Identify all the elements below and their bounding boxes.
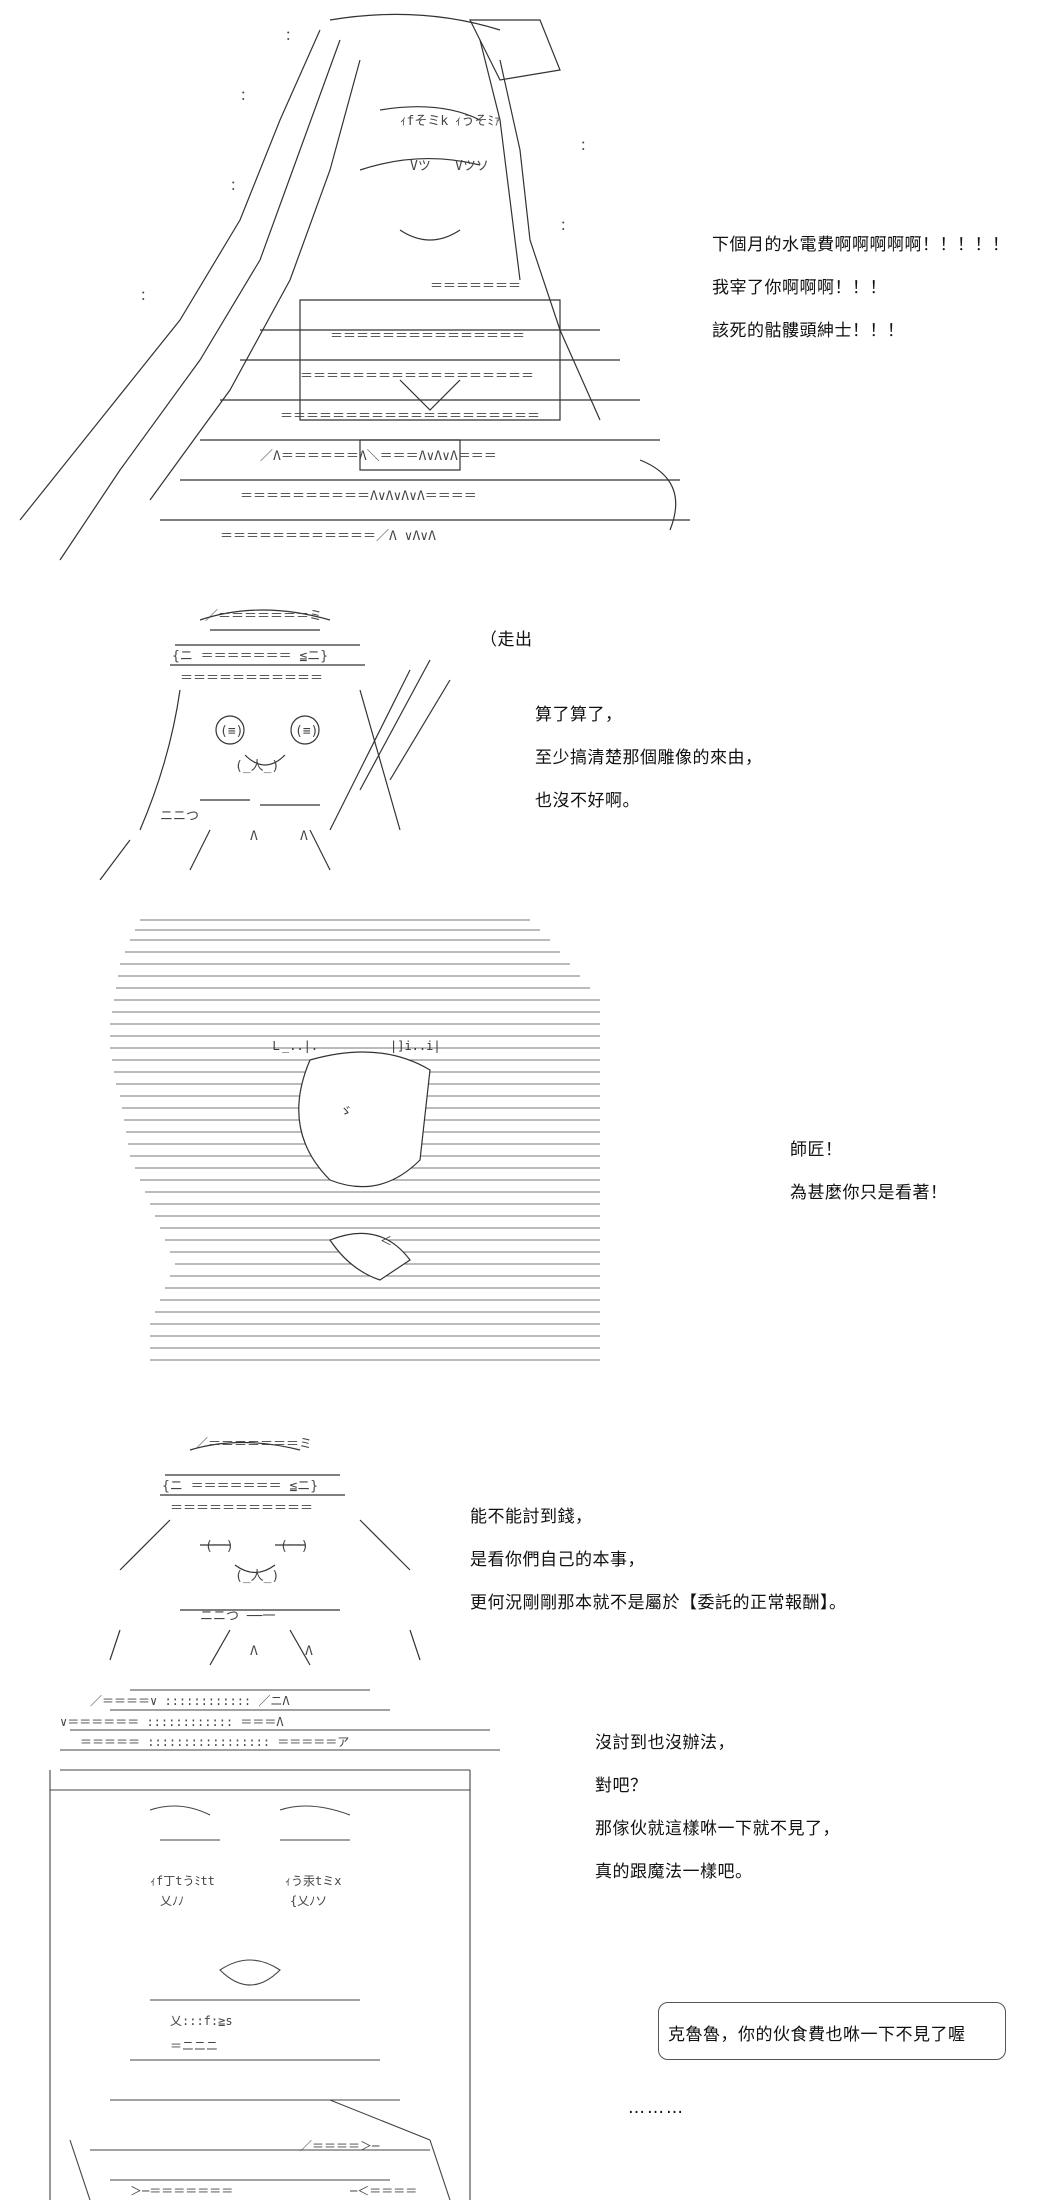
svg-text:(≡): (≡) [220, 724, 243, 739]
svg-text:：: ： [140, 289, 153, 304]
svg-text:ｨf丁tうﾐtt: ｨf丁tうﾐtt [150, 1874, 215, 1888]
dialogue-line: 算了算了， [535, 705, 623, 725]
dialogue-panel-2: 算了算了， 至少搞清楚那個雕像的來由， 也沒不好啊。 [535, 700, 763, 811]
dialogue-line: 下個月的水電費啊啊啊啊啊！！！！！ [712, 235, 1010, 255]
dialogue-line: 該死的骷髏頭紳士！！！ [712, 321, 905, 341]
svg-text:：: ： [285, 29, 298, 44]
svg-text:／＝＝＝＝＝＝＝ミ: ／＝＝＝＝＝＝＝ミ [205, 609, 322, 624]
ascii-art-hat-character-shrug: ／＝＝＝＝＝＝＝ミ {ニ ＝＝＝＝＝＝＝ ≦ニ} ＝＝＝＝＝＝＝＝＝＝＝ (ー)… [90, 1430, 440, 1670]
dialogue-panel-3: 師匠！ 為甚麼你只是看著！ [790, 1135, 948, 1203]
svg-text:{ニ ＝＝＝＝＝＝＝ ≦ニ}: {ニ ＝＝＝＝＝＝＝ ≦ニ} [172, 649, 328, 664]
svg-text:(ー): (ー) [205, 1539, 234, 1554]
dialogue-line: 至少搞清楚那個雕像的來由， [535, 748, 763, 768]
svg-text:：: ： [240, 89, 253, 104]
svg-text:＜: ＜ [380, 1234, 392, 1248]
dialogue-line: 也沒不好啊。 [535, 791, 640, 811]
svg-text:：: ： [560, 219, 573, 234]
svg-text:Ｌ_..|.: Ｌ_..|. [270, 1039, 318, 1053]
panel-5: ／＝＝＝＝∨ :::::::::::: ／ニΛ ∨＝＝＝＝＝＝ ::::::::… [0, 1670, 1040, 2200]
svg-text:：: ： [230, 179, 243, 194]
svg-text:(_人_): (_人_) [235, 1569, 279, 1584]
dialogue-line: 更何況剛剛那本就不是屬於【委託的正常報酬】。 [470, 1593, 847, 1613]
svg-text:＝＝＝＝＝ ::::::::::::::::: ＝＝＝＝＝ア: ＝＝＝＝＝ ::::::::::::::::: ＝＝＝＝＝ア [80, 1735, 349, 1749]
dialogue-panel-5: 沒討到也沒辦法， 對吧？ 那傢伙就這樣咻一下就不見了， 真的跟魔法一樣吧。 [595, 1728, 840, 1882]
dialogue-line: 真的跟魔法一樣吧。 [595, 1862, 753, 1882]
dialogue-line: 是看你們自己的本事， [470, 1550, 645, 1570]
dialogue-line: 能不能討到錢， [470, 1507, 593, 1527]
svg-text:＝＝＝＝＝＝＝＝＝＝＝: ＝＝＝＝＝＝＝＝＝＝＝ [170, 1501, 313, 1516]
svg-text:／＝＝＝＝∨ :::::::::::: ／ニΛ: ／＝＝＝＝∨ :::::::::::: ／ニΛ [90, 1694, 290, 1708]
panel-1: ｨfそミk ｨうそﾐｧ Vツ Vツソ ＝＝＝＝＝＝＝ ＝＝＝＝＝＝＝＝＝＝＝＝＝… [0, 0, 1040, 580]
dialogue-line: 對吧？ [595, 1776, 648, 1796]
svg-text:ｨう汞tミx: ｨう汞tミx [285, 1874, 341, 1888]
svg-text:／＝＝＝＝＝＝＝ミ: ／＝＝＝＝＝＝＝ミ [195, 1437, 312, 1452]
speech-bubble-text: 克魯魯，你的伙食費也咻一下不見了喔 [668, 2025, 966, 2045]
dialogue-line: 師匠！ [790, 1140, 843, 1160]
svg-text:(≡): (≡) [295, 724, 318, 739]
svg-text:Λ: Λ [305, 1644, 313, 1659]
trailing-ellipsis: ……… [628, 2098, 685, 2118]
svg-text:＝＝＝＝＝＝＝＝＝＝＝＝＝＝＝: ＝＝＝＝＝＝＝＝＝＝＝＝＝＝＝ [330, 329, 525, 344]
svg-text:＝＝＝＝＝＝＝＝＝＝Λ∨Λ∨Λ∨Λ＝＝＝＝: ＝＝＝＝＝＝＝＝＝＝Λ∨Λ∨Λ∨Λ＝＝＝＝ [240, 489, 477, 504]
svg-text:：: ： [580, 139, 593, 154]
dialogue-panel-1: 下個月的水電費啊啊啊啊啊！！！！！ 我宰了你啊啊啊！！！ 該死的骷髏頭紳士！！！ [712, 230, 1010, 341]
dialogue-line: 那傢伙就這樣咻一下就不見了， [595, 1819, 840, 1839]
ascii-art-girl-angry: ｨfそミk ｨうそﾐｧ Vツ Vツソ ＝＝＝＝＝＝＝ ＝＝＝＝＝＝＝＝＝＝＝＝＝… [0, 0, 700, 580]
ascii-art-shadowed-character: Ｌ_..|. |]i..i| ゞ ＜ [80, 900, 680, 1380]
svg-text:ｨfそミk: ｨfそミk [400, 114, 448, 129]
svg-text:＝＝＝＝＝＝＝＝＝＝＝: ＝＝＝＝＝＝＝＝＝＝＝ [180, 671, 323, 686]
svg-text:∨＝＝＝＝＝＝ :::::::::::: ＝＝＝Λ: ∨＝＝＝＝＝＝ :::::::::::: ＝＝＝Λ [60, 1715, 284, 1729]
svg-text:乂:::f:≧s: 乂:::f:≧s [170, 2014, 233, 2028]
svg-text:(ー): (ー) [280, 1539, 309, 1554]
dialogue-line: 為甚麼你只是看著！ [790, 1183, 948, 1203]
svg-text:─＜＝＝＝＝: ─＜＝＝＝＝ [349, 2184, 417, 2198]
svg-text:ｨうそﾐｧ: ｨうそﾐｧ [455, 114, 501, 129]
svg-text:ゞ: ゞ [340, 1104, 352, 1118]
svg-text:乂ﾉﾉ: 乂ﾉﾉ [160, 1894, 184, 1908]
ascii-art-girl-hat-hands-up: ／＝＝＝＝∨ :::::::::::: ／ニΛ ∨＝＝＝＝＝＝ ::::::::… [30, 1680, 510, 2200]
panel-3: Ｌ_..|. |]i..i| ゞ ＜ 師匠！ 為甚麼你只是看著！ [0, 880, 1040, 1400]
svg-text:(_人_): (_人_) [235, 759, 279, 774]
dialogue-line: 沒討到也沒辦法， [595, 1733, 735, 1753]
svg-text:／＝＝＝＝＞─: ／＝＝＝＝＞─ [300, 2139, 380, 2153]
svg-text:＝＝＝＝＝＝＝＝＝＝＝＝＝＝＝＝＝＝: ＝＝＝＝＝＝＝＝＝＝＝＝＝＝＝＝＝＝ [300, 369, 534, 384]
svg-text:＝ニニニ: ＝ニニニ [170, 2039, 218, 2053]
svg-text:{ニ ＝＝＝＝＝＝＝ ≦ニ}: {ニ ＝＝＝＝＝＝＝ ≦ニ} [162, 1479, 318, 1494]
svg-text:Λ: Λ [250, 829, 258, 844]
svg-text:＝＝＝＝＝＝＝＝＝＝＝＝／Λ ∨Λ∨Λ: ＝＝＝＝＝＝＝＝＝＝＝＝／Λ ∨Λ∨Λ [220, 529, 436, 544]
panel-2: ／＝＝＝＝＝＝＝ミ {ニ ＝＝＝＝＝＝＝ ≦ニ} ＝＝＝＝＝＝＝＝＝＝＝ (≡)… [0, 580, 1040, 880]
speech-bubble [658, 2002, 1006, 2060]
svg-text:Λ: Λ [300, 829, 308, 844]
svg-text:{乂ﾉソ: {乂ﾉソ [290, 1894, 327, 1908]
dialogue-line: 我宰了你啊啊啊！！！ [712, 278, 887, 298]
dialogue-panel-4: 能不能討到錢， 是看你們自己的本事， 更何況剛剛那本就不是屬於【委託的正常報酬】… [470, 1502, 847, 1613]
panel-4: ／＝＝＝＝＝＝＝ミ {ニ ＝＝＝＝＝＝＝ ≦ニ} ＝＝＝＝＝＝＝＝＝＝＝ (ー)… [0, 1420, 1040, 1670]
svg-text:Λ: Λ [250, 1644, 258, 1659]
svg-text:ニニつ: ニニつ [160, 809, 199, 824]
svg-text:＝＝＝＝＝＝＝＝＝＝＝＝＝＝＝＝＝＝＝＝: ＝＝＝＝＝＝＝＝＝＝＝＝＝＝＝＝＝＝＝＝ [280, 409, 540, 424]
svg-text:Vツ: Vツ [410, 159, 431, 174]
aside-walk-out: （走出 [480, 630, 533, 650]
svg-text:＞─＝＝＝＝＝＝＝: ＞─＝＝＝＝＝＝＝ [130, 2184, 233, 2198]
svg-text:＝＝＝＝＝＝＝: ＝＝＝＝＝＝＝ [430, 279, 521, 294]
svg-text:Vツソ: Vツソ [455, 159, 489, 174]
ascii-art-hat-character-walking: ／＝＝＝＝＝＝＝ミ {ニ ＝＝＝＝＝＝＝ ≦ニ} ＝＝＝＝＝＝＝＝＝＝＝ (≡)… [60, 590, 500, 880]
svg-text:／Λ＝＝＝＝＝＝Λ＼＝＝＝Λ∨Λ∨Λ＝＝＝: ／Λ＝＝＝＝＝＝Λ＼＝＝＝Λ∨Λ∨Λ＝＝＝ [260, 449, 497, 464]
svg-text:ニニつ ──一: ニニつ ──一 [200, 1609, 275, 1624]
svg-text:|]i..i|: |]i..i| [390, 1039, 441, 1053]
